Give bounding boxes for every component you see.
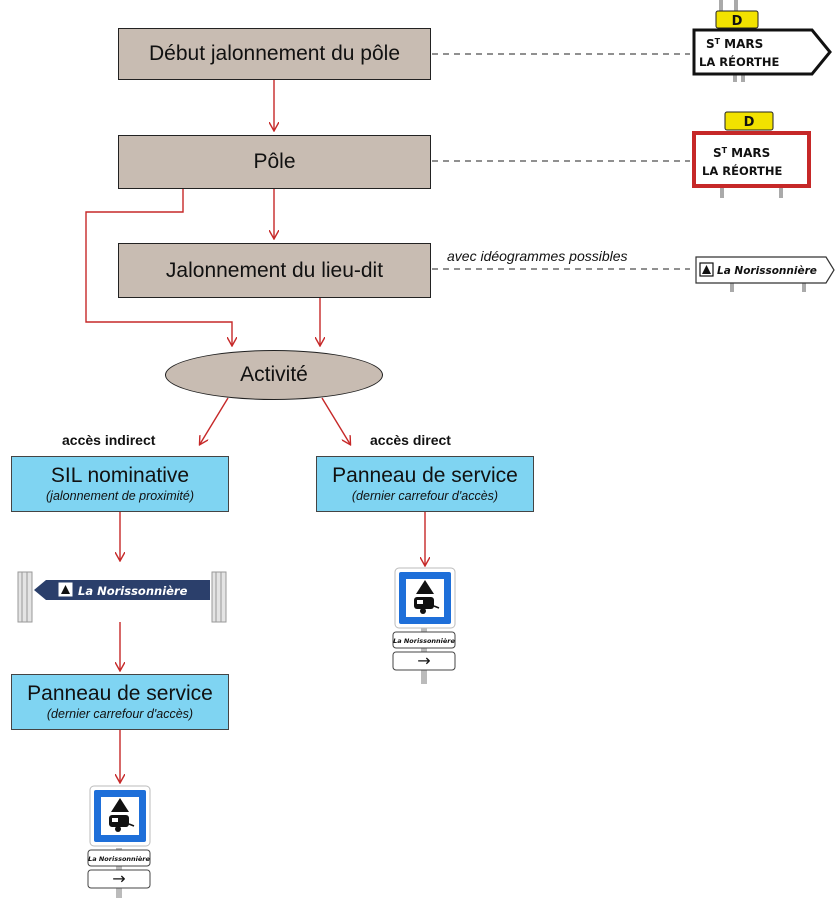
lieudit-name-sil: La Norissonnière <box>78 584 188 598</box>
town-prefix-2: S <box>713 146 722 160</box>
tent-icon <box>416 580 434 594</box>
arrow-plate-left: → <box>112 869 125 888</box>
arrow-pole-activite <box>85 189 232 345</box>
sign-lieudit: La Norissonnière <box>695 256 835 292</box>
box-panneau-service-direct: Panneau de service (dernier carrefour d'… <box>316 456 534 512</box>
lieudit-name-1: La Norissonnière <box>717 265 817 277</box>
road-code-1: D <box>732 14 743 29</box>
lieudit-name-left: La Norissonnière <box>88 855 150 863</box>
box-sil-nominative: SIL nominative (jalonnement de proximité… <box>11 456 229 512</box>
box-panneau-service-indirect: Panneau de service (dernier carrefour d'… <box>11 674 229 730</box>
label-acces-direct: accès direct <box>370 432 451 448</box>
panneau-direct-title: Panneau de service <box>332 464 518 487</box>
box-debut-label: Début jalonnement du pôle <box>148 42 400 65</box>
ellipse-activite: Activité <box>165 350 383 400</box>
town-sup-2: T <box>722 146 728 155</box>
arrow-activite-indirect <box>200 397 229 444</box>
tent-icon <box>111 798 129 812</box>
town-name-1: MARS <box>724 37 763 51</box>
sil-title: SIL nominative <box>50 464 190 487</box>
box-pole: Pôle <box>118 135 431 189</box>
panneau-indirect-subtitle: (dernier carrefour d'accès) <box>46 707 194 721</box>
service-sign-left: La Norissonnière → <box>87 785 151 898</box>
town-line2-1: LA RÉORTHE <box>699 54 780 69</box>
lieudit-name-right: La Norissonnière <box>393 637 455 645</box>
town-name-2: MARS <box>731 146 770 160</box>
panneau-direct-subtitle: (dernier carrefour d'accès) <box>351 489 499 503</box>
label-acces-indirect: accès indirect <box>62 432 156 448</box>
town-prefix-1: S <box>706 37 715 51</box>
box-lieu-dit: Jalonnement du lieu-dit <box>118 243 431 298</box>
service-sign-right: La Norissonnière → <box>392 567 456 684</box>
box-debut-jalonnement: Début jalonnement du pôle <box>118 28 431 80</box>
arrow-activite-direct <box>321 397 350 444</box>
town-sup-1: T <box>715 37 721 46</box>
activite-label: Activité <box>240 363 308 386</box>
town-line2-2: LA RÉORTHE <box>702 163 783 178</box>
road-code-2: D <box>744 115 755 130</box>
box-pole-label: Pôle <box>253 150 296 173</box>
sil-subtitle: (jalonnement de proximité) <box>46 489 194 503</box>
note-ideogrammes: avec idéogrammes possibles <box>447 248 628 264</box>
box-lieudit-label: Jalonnement du lieu-dit <box>165 258 384 282</box>
sil-sign: La Norissonnière <box>17 571 227 623</box>
panneau-indirect-title: Panneau de service <box>27 682 213 705</box>
arrow-plate-right: → <box>417 651 430 670</box>
